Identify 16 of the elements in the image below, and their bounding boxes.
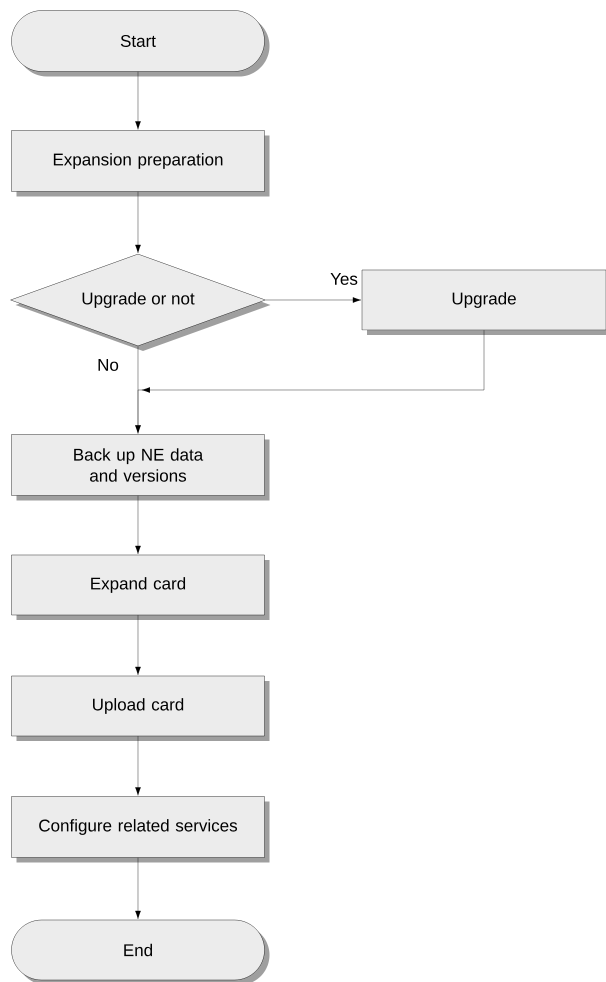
- arrow: [266, 297, 362, 303]
- process-box: Upgrade: [362, 270, 606, 335]
- edge-label: No: [98, 359, 118, 371]
- process-box: Expand card: [11, 554, 270, 620]
- process-box: Back up NE data and versions: [11, 434, 270, 500]
- arrow: [135, 615, 141, 676]
- arrow: [135, 72, 141, 130]
- arrow: [135, 192, 141, 254]
- arrow: [135, 496, 141, 554]
- arrow: [135, 736, 141, 796]
- edge-label: Yes: [330, 273, 358, 285]
- arrow: [135, 330, 484, 434]
- process-box: Configure related services: [11, 796, 270, 862]
- process-box: Expansion preparation: [11, 130, 270, 196]
- process-box: Upload card: [11, 676, 270, 741]
- arrow: [135, 858, 141, 920]
